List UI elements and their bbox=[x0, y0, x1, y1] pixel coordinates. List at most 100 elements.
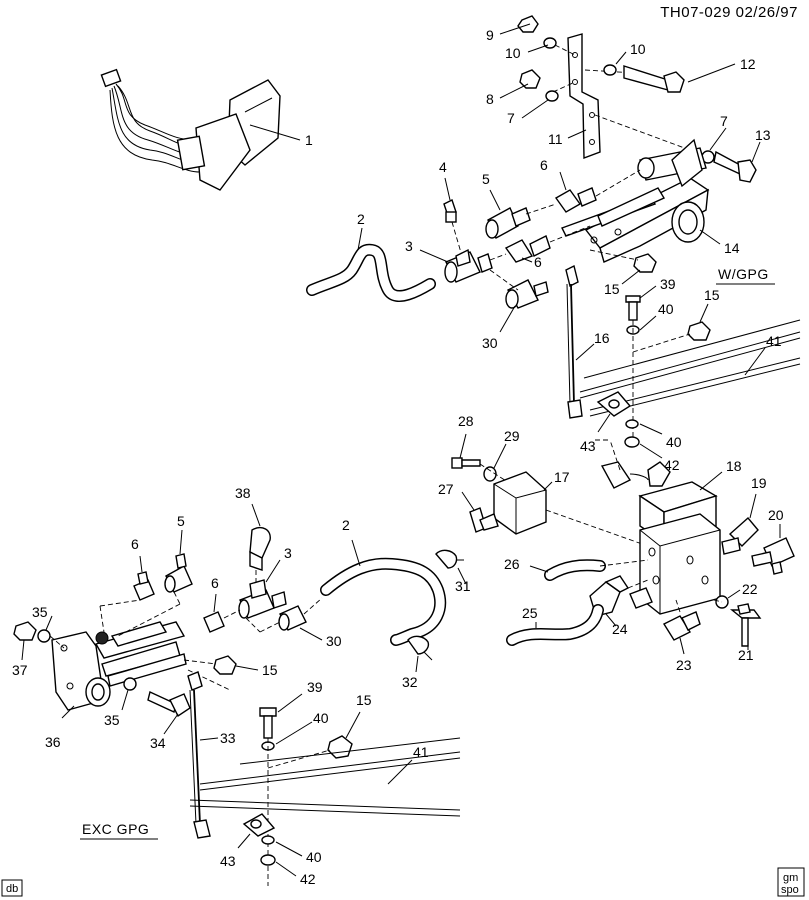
clip-32 bbox=[407, 635, 433, 661]
callout-15-upper-b: 15 bbox=[704, 287, 720, 303]
washer-29 bbox=[483, 466, 497, 482]
callout-10b: 10 bbox=[630, 41, 646, 57]
hose-2-upper bbox=[306, 243, 436, 302]
callout-10a: 10 bbox=[505, 45, 521, 61]
callout-29: 29 bbox=[504, 428, 520, 444]
label-w-gpg: W/GPG bbox=[718, 266, 769, 282]
hardware-9-10 bbox=[517, 15, 685, 93]
callout-40-lower-a: 40 bbox=[313, 710, 329, 726]
bracket-36 bbox=[51, 621, 187, 711]
valve-assembly-14 bbox=[561, 138, 710, 263]
callout-2-upper: 2 bbox=[357, 211, 365, 227]
callout-5-lower: 5 bbox=[177, 513, 185, 529]
nut-15-upper-b bbox=[687, 321, 711, 341]
clip-27 bbox=[469, 507, 499, 533]
callout-23: 23 bbox=[676, 657, 692, 673]
callout-1: 1 bbox=[305, 132, 313, 148]
sensor-23 bbox=[662, 611, 701, 641]
callout-6-lower-b: 6 bbox=[211, 575, 219, 591]
callout-5-upper: 5 bbox=[482, 171, 490, 187]
fitting-4 bbox=[443, 199, 457, 223]
callout-39-upper: 39 bbox=[660, 276, 676, 292]
washers-40-42-upper bbox=[624, 419, 640, 448]
callout-12: 12 bbox=[740, 56, 756, 72]
washer-35-b bbox=[123, 677, 137, 691]
hose-25 bbox=[506, 604, 604, 646]
callout-26: 26 bbox=[504, 556, 520, 572]
part-1-harness bbox=[100, 68, 301, 191]
bracket-43-upper bbox=[596, 391, 632, 417]
callout-38: 38 bbox=[235, 485, 251, 501]
callout-43-upper: 43 bbox=[580, 438, 596, 454]
corner-tag-db-text: db bbox=[6, 883, 18, 895]
callout-20: 20 bbox=[768, 507, 784, 523]
callout-4: 4 bbox=[439, 159, 447, 175]
callout-19: 19 bbox=[751, 475, 767, 491]
callout-39-lower: 39 bbox=[307, 679, 323, 695]
clip-31 bbox=[435, 549, 464, 569]
hardware-7-8 bbox=[519, 69, 757, 183]
callout-6-upper-a: 6 bbox=[540, 157, 548, 173]
washer-35-a bbox=[37, 629, 51, 643]
hose-2-lower bbox=[320, 557, 447, 646]
fitting-5-lower bbox=[164, 553, 193, 593]
callout-28: 28 bbox=[458, 413, 474, 429]
bolt-39-lower bbox=[259, 707, 277, 751]
gm-logo-top: gm bbox=[783, 872, 798, 884]
bracket-17 bbox=[493, 471, 547, 535]
callout-40-upper-b: 40 bbox=[666, 434, 682, 450]
bolt-21 bbox=[730, 603, 762, 647]
callout-33: 33 bbox=[220, 730, 236, 746]
callout-7a: 7 bbox=[507, 110, 515, 126]
callout-31: 31 bbox=[455, 578, 471, 594]
fitting-6-upper-a bbox=[554, 187, 597, 213]
fitting-30-upper bbox=[505, 279, 549, 309]
callout-41-lower: 41 bbox=[413, 744, 429, 760]
callout-17: 17 bbox=[554, 469, 570, 485]
callout-6-upper-b: 6 bbox=[534, 254, 542, 270]
callout-9: 9 bbox=[486, 27, 494, 43]
elbow-38 bbox=[249, 526, 271, 571]
valve-block-18 bbox=[600, 461, 721, 615]
callout-15-lower-a: 15 bbox=[262, 662, 278, 678]
bolt-34 bbox=[147, 691, 191, 718]
callout-30-lower: 30 bbox=[326, 633, 342, 649]
callout-16: 16 bbox=[594, 330, 610, 346]
callout-8: 8 bbox=[486, 91, 494, 107]
callout-35-a: 35 bbox=[32, 604, 48, 620]
fitting-6-upper-b bbox=[504, 235, 551, 263]
callout-2-lower: 2 bbox=[342, 517, 350, 533]
callout-41-upper: 41 bbox=[766, 333, 782, 349]
callout-30-upper: 30 bbox=[482, 335, 498, 351]
callout-35-b: 35 bbox=[104, 712, 120, 728]
tee-3-upper bbox=[444, 248, 493, 283]
drawing-id: TH07-029 02/26/97 bbox=[660, 4, 798, 21]
callout-11: 11 bbox=[548, 131, 563, 147]
callout-36: 36 bbox=[45, 734, 61, 750]
nut-15-lower-a bbox=[213, 655, 237, 675]
callout-40-lower-b: 40 bbox=[306, 849, 322, 865]
callout-42-lower: 42 bbox=[300, 871, 316, 887]
fitting-30-lower bbox=[278, 605, 307, 631]
callout-21: 21 bbox=[738, 647, 754, 663]
callout-40-upper-a: 40 bbox=[658, 301, 674, 317]
callout-6-lower-a: 6 bbox=[131, 536, 139, 552]
callout-22: 22 bbox=[742, 581, 758, 597]
label-exc-gpg: EXC GPG bbox=[82, 821, 149, 837]
frame-rail-41-lower bbox=[189, 737, 461, 817]
fitting-19 bbox=[721, 516, 759, 555]
callout-24: 24 bbox=[612, 621, 628, 637]
link-rod-16 bbox=[565, 264, 583, 419]
gm-logo-bottom: spo bbox=[781, 884, 799, 896]
nut-15-lower-b bbox=[327, 735, 353, 759]
bracket-43-lower bbox=[242, 813, 276, 837]
callout-15-upper-a: 15 bbox=[604, 281, 620, 297]
fitting-20 bbox=[751, 537, 795, 575]
nut-37 bbox=[13, 621, 37, 641]
callout-27: 27 bbox=[438, 481, 454, 497]
callout-18: 18 bbox=[726, 458, 742, 474]
callout-25: 25 bbox=[522, 605, 538, 621]
hose-26 bbox=[544, 559, 606, 581]
bolt-28 bbox=[451, 457, 481, 469]
